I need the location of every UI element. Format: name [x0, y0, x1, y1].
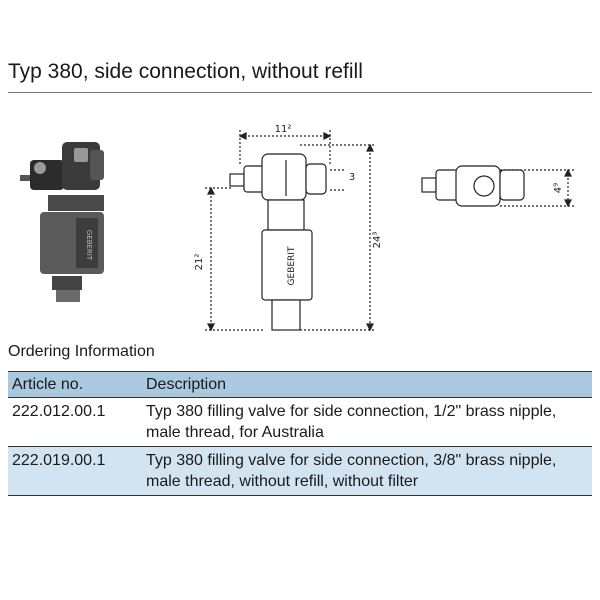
product-drawings: GEBERIT GEBERIT 11² 21² 24: [20, 124, 574, 332]
table-row: 222.019.00.1 Typ 380 filling valve for s…: [8, 446, 592, 496]
page-title: Typ 380, side connection, without refill: [8, 60, 363, 83]
front-drawing-brand: GEBERIT: [287, 246, 297, 285]
dim-top-width: 11²: [275, 124, 292, 135]
dim-side-width: 4⁹: [553, 183, 564, 193]
row-article: 222.012.00.1: [12, 403, 106, 420]
title-divider: [8, 92, 592, 93]
header-description: Description: [146, 376, 227, 393]
table-header-row: Article no. Description: [8, 371, 592, 398]
dim-height-mid: 21²: [194, 254, 205, 271]
ordering-table: Article no. Description 222.012.00.1 Typ…: [8, 371, 592, 496]
valve-photo: GEBERIT: [20, 142, 104, 302]
valve-top-drawing: [421, 165, 574, 208]
dim-height-total: 24³: [372, 232, 383, 249]
dim-offset-small: 3: [349, 172, 355, 183]
row-description: Typ 380 filling valve for side connectio…: [146, 403, 557, 441]
row-description: Typ 380 filling valve for side connectio…: [146, 452, 557, 490]
row-article: 222.019.00.1: [12, 452, 106, 469]
table-row: 222.012.00.1 Typ 380 filling valve for s…: [8, 398, 592, 447]
valve-front-drawing: GEBERIT: [205, 130, 376, 332]
valve-photo-brand: GEBERIT: [85, 230, 93, 261]
header-article: Article no.: [12, 376, 84, 393]
ordering-heading: Ordering Information: [8, 343, 155, 360]
